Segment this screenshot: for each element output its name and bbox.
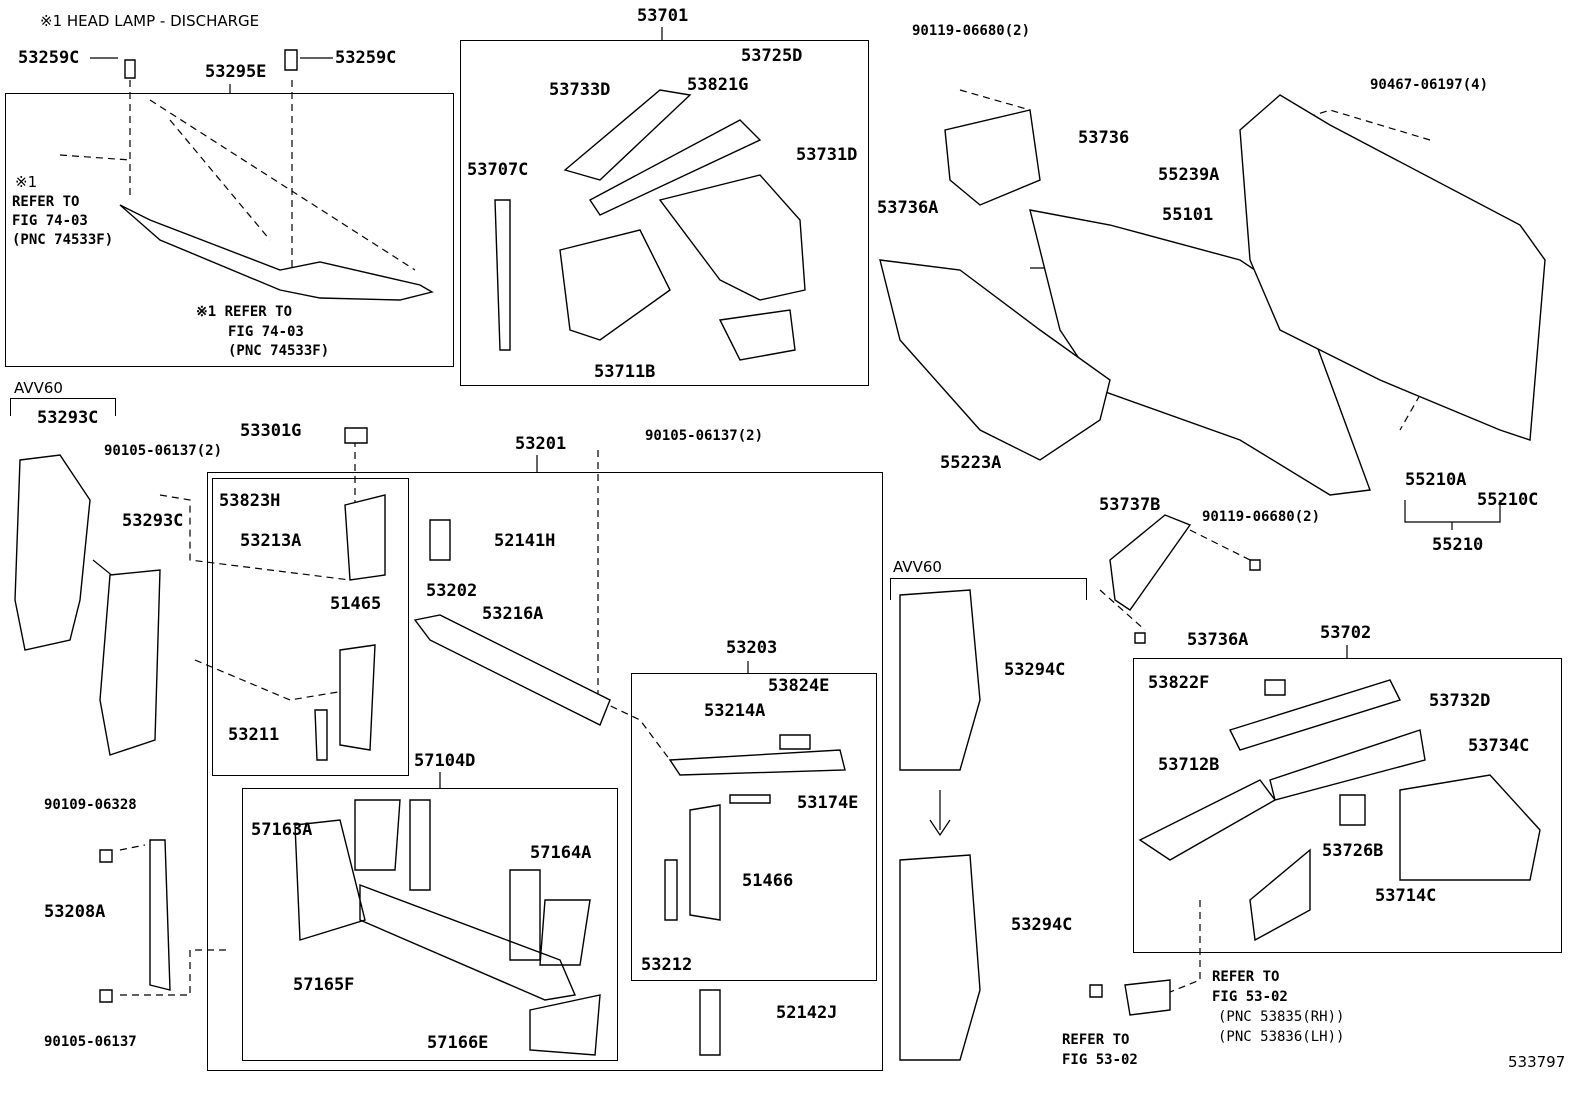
part-label: 53301G [240, 421, 302, 441]
part-label: 53725D [741, 46, 803, 66]
part-label: 53823H [219, 491, 281, 511]
group-box-53203 [631, 673, 877, 981]
part-label: 53208A [44, 902, 106, 922]
group-box-53702 [1133, 658, 1562, 953]
part-label: 53259C [18, 48, 80, 68]
part-label: 53714C [1375, 886, 1437, 906]
part-label: 53732D [1429, 691, 1491, 711]
note-head-lamp: ※1 HEAD LAMP - DISCHARGE [40, 12, 260, 30]
group-box-53295E [5, 93, 454, 367]
part-label: 53214A [704, 701, 766, 721]
part-label: 51465 [330, 594, 382, 614]
bracket-avv60-right [890, 578, 1087, 600]
part-label: 55210 [1432, 535, 1484, 555]
refer-text: (PNC 53836(LH)) [1218, 1029, 1345, 1045]
part-label: 53212 [641, 955, 693, 975]
part-label: 55210C [1477, 490, 1539, 510]
part-label: 53726B [1322, 841, 1384, 861]
part-label: 53202 [426, 581, 478, 601]
part-label: 57104D [414, 751, 476, 771]
part-label: 53701 [637, 6, 689, 26]
part-label: 90109-06328 [44, 797, 137, 813]
part-label: 53293C [122, 511, 184, 531]
part-label: 53211 [228, 725, 280, 745]
group-box-57104D [242, 788, 618, 1061]
part-label: 53293C [37, 408, 99, 428]
refer-text: (PNC 74533F) [228, 343, 330, 359]
part-label: 57165F [293, 975, 355, 995]
note-mark: ※1 [15, 173, 38, 191]
part-shapes [14, 49, 1546, 1061]
refer-text: (PNC 53835(RH)) [1218, 1009, 1345, 1025]
refer-text: FIG 74-03 [228, 324, 304, 340]
part-label: 53712B [1158, 755, 1220, 775]
part-label: 57164A [530, 843, 592, 863]
part-label: 90105-06137 [44, 1034, 137, 1050]
bracket-avv60-left [10, 398, 116, 416]
part-label: 53294C [1011, 915, 1073, 935]
part-label: 55239A [1158, 165, 1220, 185]
part-label: 53824E [768, 676, 830, 696]
part-label: 53822F [1148, 673, 1210, 693]
part-label: 90119-06680(2) [1202, 509, 1321, 525]
part-label: 53731D [796, 145, 858, 165]
refer-text: (PNC 74533F) [12, 232, 114, 248]
part-label: 53213A [240, 531, 302, 551]
refer-text: FIG 74-03 [12, 213, 88, 229]
part-label: 52141H [494, 531, 556, 551]
variant-label: AVV60 [893, 558, 942, 576]
group-box-53201 [207, 472, 883, 1071]
part-label: 53203 [726, 638, 778, 658]
part-label: 57166E [427, 1033, 489, 1053]
part-label: 53259C [335, 48, 397, 68]
part-label: 90467-06197(4) [1370, 77, 1489, 93]
part-label: 53736A [877, 198, 939, 218]
part-55223A [879, 259, 1111, 461]
refer-text: FIG 53-02 [1212, 989, 1288, 1005]
part-label: 90105-06137(2) [104, 443, 223, 459]
group-box-53701 [460, 40, 869, 386]
part-label: 53734C [1468, 736, 1530, 756]
part-label: 53711B [594, 362, 656, 382]
part-55210 [1239, 94, 1546, 441]
refer-text: FIG 53-02 [1062, 1052, 1138, 1068]
part-label: 53737B [1099, 495, 1161, 515]
part-label: 53174E [797, 793, 859, 813]
refer-text: ※1 REFER TO [196, 304, 293, 320]
refer-text: REFER TO [12, 194, 80, 210]
part-label: 53821G [687, 75, 749, 95]
part-label: 53216A [482, 604, 544, 624]
part-label: 53736 [1078, 128, 1130, 148]
part-label: 55101 [1162, 205, 1214, 225]
refer-text: REFER TO [1062, 1032, 1130, 1048]
part-label: 53294C [1004, 660, 1066, 680]
figure-number: 533797 [1508, 1053, 1566, 1071]
part-label: 55210A [1405, 470, 1467, 490]
part-label: 52142J [776, 1003, 838, 1023]
part-label: 51466 [742, 871, 794, 891]
part-label: 53707C [467, 160, 529, 180]
part-label: 55223A [940, 453, 1002, 473]
part-label: 90119-06680(2) [912, 23, 1031, 39]
refer-text: REFER TO [1212, 969, 1280, 985]
variant-label: AVV60 [14, 379, 63, 397]
part-label: 53733D [549, 80, 611, 100]
leader-lines [90, 27, 1501, 788]
part-label: 53295E [205, 62, 267, 82]
part-label: 53201 [515, 434, 567, 454]
group-box-53202 [212, 478, 409, 776]
part-label: 57163A [251, 820, 313, 840]
part-label: 53736A [1187, 630, 1249, 650]
part-label: 90105-06137(2) [645, 428, 764, 444]
part-53295E [119, 204, 434, 301]
part-label: 53702 [1320, 623, 1372, 643]
